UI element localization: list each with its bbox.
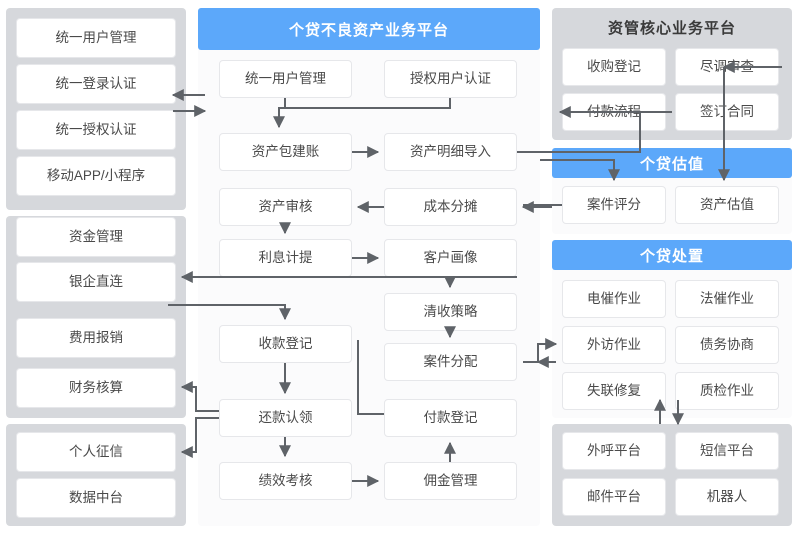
left-item-mobile-app-miniprogram[interactable]: 移动APP/小程序	[16, 156, 176, 196]
center-node-asset-package-account[interactable]: 资产包建账	[219, 133, 352, 171]
center-node-asset-detail-import[interactable]: 资产明细导入	[384, 133, 517, 171]
center-node-repayment-claim[interactable]: 还款认领	[219, 399, 352, 437]
center-node-commission-management[interactable]: 佣金管理	[384, 462, 517, 500]
right-item-payment-process[interactable]: 付款流程	[562, 93, 666, 131]
right-panel-asset-core-header: 资管核心业务平台	[607, 19, 736, 37]
right-item-phone-collection[interactable]: 电催作业	[562, 280, 666, 318]
center-node-collection-strategy[interactable]: 清收策略	[384, 293, 517, 331]
right-item-due-diligence-review[interactable]: 尽调审查	[675, 48, 779, 86]
left-item-personal-credit[interactable]: 个人征信	[16, 432, 176, 472]
right-item-field-visit[interactable]: 外访作业	[562, 326, 666, 364]
right-item-sms-platform[interactable]: 短信平台	[675, 432, 779, 470]
left-item-unified-authorization-auth[interactable]: 统一授权认证	[16, 110, 176, 150]
right-item-asset-valuation[interactable]: 资产估值	[675, 186, 779, 224]
center-node-cost-allocation[interactable]: 成本分摊	[384, 188, 517, 226]
center-node-unified-user-management[interactable]: 统一用户管理	[219, 60, 352, 98]
left-item-unified-user-management[interactable]: 统一用户管理	[16, 18, 176, 58]
left-item-data-midend[interactable]: 数据中台	[16, 478, 176, 518]
left-item-financial-accounting[interactable]: 财务核算	[16, 368, 176, 408]
right-item-quality-inspection[interactable]: 质检作业	[675, 372, 779, 410]
right-item-debt-negotiation[interactable]: 债务协商	[675, 326, 779, 364]
center-node-performance-evaluation[interactable]: 绩效考核	[219, 462, 352, 500]
center-node-case-assignment[interactable]: 案件分配	[384, 343, 517, 381]
center-node-interest-accrual[interactable]: 利息计提	[219, 239, 352, 277]
right-item-legal-collection[interactable]: 法催作业	[675, 280, 779, 318]
right-panel-valuation-header: 个贷估值	[552, 148, 792, 178]
center-panel-header: 个贷不良资产业务平台	[198, 8, 540, 50]
center-node-payment-registration[interactable]: 付款登记	[384, 399, 517, 437]
right-item-robot[interactable]: 机器人	[675, 478, 779, 516]
left-item-expense-reimbursement[interactable]: 费用报销	[16, 318, 176, 358]
right-item-acquisition-registration[interactable]: 收购登记	[562, 48, 666, 86]
left-item-unified-login-auth[interactable]: 统一登录认证	[16, 64, 176, 104]
center-node-authorized-user-auth[interactable]: 授权用户认证	[384, 60, 517, 98]
center-node-receipt-registration[interactable]: 收款登记	[219, 325, 352, 363]
left-item-bank-enterprise-direct[interactable]: 银企直连	[16, 262, 176, 302]
left-item-fund-management[interactable]: 资金管理	[16, 217, 176, 257]
right-item-sign-contract[interactable]: 签订合同	[675, 93, 779, 131]
right-item-lost-contact-repair[interactable]: 失联修复	[562, 372, 666, 410]
right-item-case-scoring[interactable]: 案件评分	[562, 186, 666, 224]
center-node-customer-profile[interactable]: 客户画像	[384, 239, 517, 277]
center-node-asset-review[interactable]: 资产审核	[219, 188, 352, 226]
right-item-outbound-call-platform[interactable]: 外呼平台	[562, 432, 666, 470]
right-item-email-platform[interactable]: 邮件平台	[562, 478, 666, 516]
right-panel-disposal-header: 个贷处置	[552, 240, 792, 270]
